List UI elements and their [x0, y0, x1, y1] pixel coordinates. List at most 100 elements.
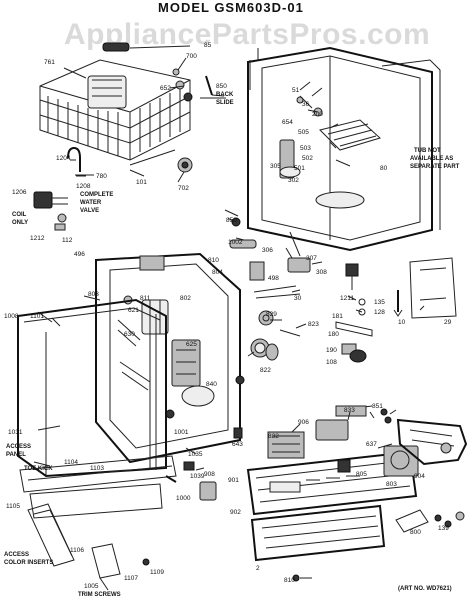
callout-label: 643 [232, 441, 243, 448]
callout-label: 80 [380, 165, 388, 172]
callout-label: 190 [326, 347, 337, 354]
callout-label: 652 [160, 85, 171, 92]
spray-arm [67, 146, 193, 176]
callout-label: 804 [212, 269, 223, 276]
tub-note-line: AVAILABLE AS [410, 156, 453, 162]
diagram-notes: TUB NOT AVAILABLE AS SEPARATE PART BACK … [4, 92, 460, 598]
callout-label: 36 [302, 101, 310, 108]
callout-label: 630 [124, 331, 135, 338]
callout-label: 802 [180, 295, 191, 302]
callout-label: 822 [260, 367, 271, 374]
callout-label: 200 [312, 111, 323, 118]
callout-label: 1101 [30, 313, 44, 320]
back-slide-note: BACK [216, 92, 234, 98]
callout-label: 901 [228, 477, 239, 484]
callout-label: 702 [178, 185, 189, 192]
callout-label: 505 [298, 129, 309, 136]
tub-base-parts [224, 209, 359, 299]
callout-labels: 761 85 700 652 850 51 36 200 654 505 503… [4, 42, 452, 590]
callout-label: 902 [230, 509, 241, 516]
callout-label: 803 [88, 291, 99, 298]
callout-label: 85 [204, 42, 212, 49]
art-number-note: (ART NO. WD7621) [398, 586, 452, 592]
callout-label: 1002 [228, 239, 243, 246]
tub-note-line: TUB NOT [414, 148, 441, 154]
callout-label: 1035 [188, 451, 203, 458]
leader-lines [33, 45, 425, 471]
callout-label: 306 [262, 247, 273, 254]
callout-label: 503 [300, 145, 311, 152]
callout-label: 502 [302, 155, 313, 162]
dish-rack [39, 59, 191, 161]
callout-label: 823 [308, 321, 319, 328]
callout-label: 700 [186, 53, 197, 60]
trim-screws-note: TRIM SCREWS [78, 592, 121, 598]
callout-label: 1031 [8, 429, 23, 436]
callout-label: 307 [306, 255, 317, 262]
callout-label: 637 [366, 441, 377, 448]
callout-label: 181 [332, 313, 343, 320]
callout-label: 1204 [56, 155, 71, 162]
callout-label: 135 [374, 299, 385, 306]
callout-label: 851 [372, 403, 383, 410]
callout-label: 30 [294, 295, 302, 302]
callout-label: 833 [344, 407, 355, 414]
callout-label: 832 [268, 433, 279, 440]
callout-label: 112 [62, 237, 73, 244]
callout-label: 904 [414, 473, 425, 480]
water-valve-note: COMPLETE [80, 192, 113, 198]
door-latch [380, 408, 468, 466]
callout-label: 128 [374, 309, 385, 316]
callout-label: 850 [226, 217, 237, 224]
callout-label: 29 [444, 319, 452, 326]
callout-label: 908 [204, 471, 215, 478]
toe-kick-note: TOE KICK [24, 466, 53, 472]
callout-label: 761 [44, 59, 55, 66]
callout-label: 1107 [124, 575, 138, 582]
callout-label: 1208 [76, 183, 91, 190]
callout-label: 1105 [6, 503, 20, 510]
callout-label: 1008 [4, 313, 19, 320]
tub-note-line: SEPARATE PART [410, 164, 460, 170]
callout-label: 1103 [90, 465, 104, 472]
access-panel-note: PANEL [6, 452, 26, 458]
callout-label: 654 [282, 119, 293, 126]
callout-label: 625 [186, 341, 197, 348]
callout-label: 308 [316, 269, 327, 276]
callout-label: 1039 [190, 473, 205, 480]
water-valve-note: VALVE [80, 208, 99, 214]
rack-slide-parts [102, 42, 226, 102]
callout-label: 2 [256, 565, 260, 572]
color-inserts-note: ACCESS [4, 552, 29, 558]
tub [247, 46, 441, 252]
callout-label: 498 [268, 275, 279, 282]
callout-label: 1001 [174, 429, 189, 436]
callout-label: 501 [294, 165, 305, 172]
diagram-title: MODEL GSM603D-01 [158, 0, 304, 15]
callout-label: 621 [128, 307, 139, 314]
callout-label: 1212 [30, 235, 45, 242]
callout-label: 829 [266, 311, 277, 318]
callout-label: 10 [398, 319, 406, 326]
color-inserts-note: COLOR INSERTS [4, 560, 53, 566]
callout-label: 800 [410, 529, 421, 536]
callout-label: 850 [216, 83, 227, 90]
water-valve-note: WATER [80, 200, 102, 206]
coil-only-note: ONLY [12, 220, 28, 226]
toe-kick [19, 455, 217, 519]
callout-label: 305 [270, 163, 281, 170]
callout-label: 805 [356, 471, 367, 478]
callout-label: 180 [328, 331, 339, 338]
callout-label: 1109 [150, 569, 164, 576]
door-outer-panel [17, 298, 167, 478]
callout-label: 1000 [176, 495, 191, 502]
callout-label: 51 [292, 87, 300, 94]
lower-right-parts [292, 509, 465, 582]
callout-label: 803 [386, 481, 397, 488]
callout-label: 906 [298, 419, 309, 426]
callout-label: 810 [208, 257, 219, 264]
callout-label: 1104 [64, 459, 78, 466]
callout-label: 840 [206, 381, 217, 388]
callout-label: 108 [326, 359, 337, 366]
door-center-parts [233, 310, 301, 439]
